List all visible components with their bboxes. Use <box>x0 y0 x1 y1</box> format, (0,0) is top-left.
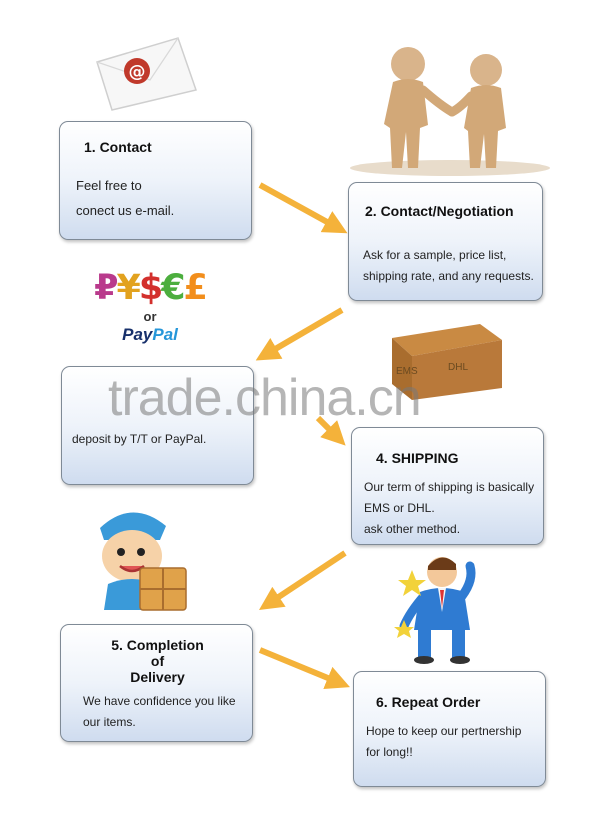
payment-methods: ₽¥$€£ or PayPal <box>70 268 230 346</box>
step-description: We have confidence you like our items. <box>83 694 236 729</box>
step-card-repeat-order: 6. Repeat Order Hope to keep our pertner… <box>353 671 546 787</box>
step-title: 2. Contact/Negotiation <box>365 203 514 219</box>
arrow-3-to-4 <box>315 415 346 446</box>
arrow-5-to-6 <box>258 647 350 690</box>
paypal-logo: PayPal <box>122 325 178 344</box>
or-label: or <box>143 309 157 324</box>
delivery-man-icon <box>100 512 187 611</box>
currency-pound-icon: £ <box>183 268 208 308</box>
step-card-delivery: 5. Completion of Delivery We have confid… <box>60 624 253 742</box>
box-label-dhl: DHL <box>448 362 469 373</box>
currency-symbols: ₽¥$€£ <box>70 268 230 308</box>
step-card-contact: 1. Contact Feel free to conect us e-mail… <box>59 121 252 240</box>
step-title: 1. Contact <box>84 139 152 155</box>
step-card-shipping: 4. SHIPPING Our term of shipping is basi… <box>351 427 544 545</box>
watermark: trade.china.cn <box>108 369 422 427</box>
step-description: deposit by T/T or PayPal. <box>72 432 207 446</box>
step-description: Hope to keep our pertnership for long!! <box>366 724 522 759</box>
box-label-ems: EMS <box>396 366 418 377</box>
step-card-payment: deposit by T/T or PayPal. <box>61 366 254 485</box>
handshake-figures-icon <box>350 47 550 176</box>
email-at-symbol: @ <box>129 62 146 82</box>
email-envelope-icon: @ <box>96 37 197 111</box>
step-description: Our term of shipping is basically EMS or… <box>364 480 535 536</box>
step-description: Feel free to conect us e-mail. <box>76 178 175 218</box>
arrow-1-to-2 <box>258 182 348 234</box>
cardboard-box-icon <box>392 324 502 400</box>
currency-dollar-icon: $ <box>138 268 163 308</box>
currency-ruble-icon: ₽ <box>94 268 118 308</box>
step-card-negotiation: 2. Contact/Negotiation Ask for a sample,… <box>348 182 543 301</box>
step-description: Ask for a sample, price list, shipping r… <box>363 248 534 283</box>
currency-euro-icon: € <box>161 268 185 308</box>
currency-yen-icon: ¥ <box>116 268 140 308</box>
step-title: 4. SHIPPING <box>376 450 459 466</box>
businessman-icon <box>394 557 476 664</box>
step-title: 6. Repeat Order <box>376 694 481 710</box>
arrow-4-to-5 <box>258 550 347 610</box>
step-title: 5. Completion of Delivery <box>111 637 204 685</box>
arrow-2-to-3 <box>255 307 344 361</box>
